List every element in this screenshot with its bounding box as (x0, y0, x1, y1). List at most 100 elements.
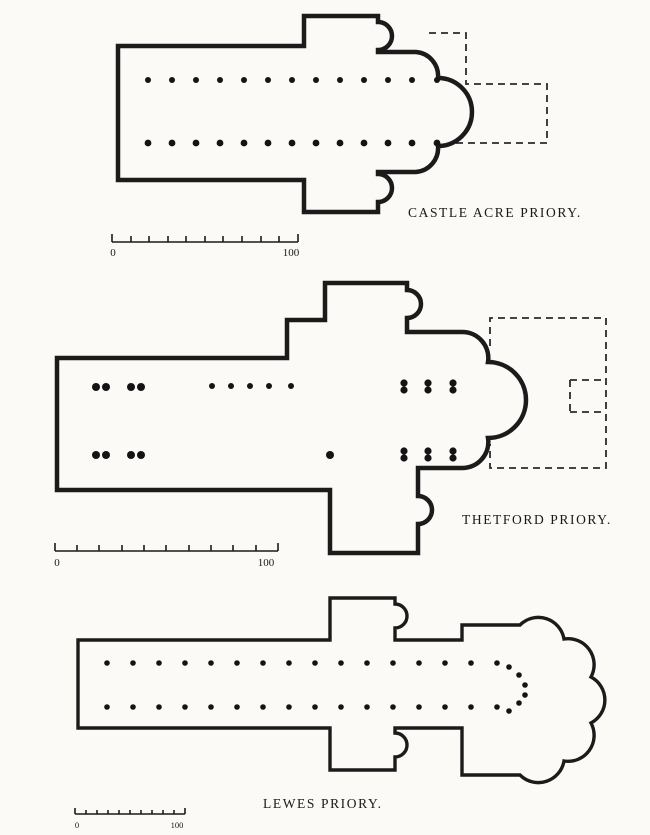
pier-dot (145, 77, 151, 83)
pier-dot (137, 451, 145, 459)
castle-acre-plan: CASTLE ACRE PRIORY. 0 100 (110, 13, 582, 259)
pier-dot (127, 451, 135, 459)
castle-acre-scale-bar: 0 100 (110, 234, 300, 259)
pier-dot (516, 700, 522, 706)
pier-dot (516, 672, 522, 678)
lewes-scale-end: 100 (171, 820, 184, 830)
pier-dot (260, 660, 266, 666)
pier-dot (312, 660, 318, 666)
thetford-dashed-east-extension (489, 317, 607, 469)
pier-dot (130, 660, 136, 666)
thetford-piers (92, 379, 457, 462)
castle-acre-scale-start: 0 (110, 247, 116, 259)
pier-dot (247, 383, 253, 389)
pier-dot (434, 77, 440, 83)
pier-dot (390, 704, 396, 710)
pier-dot (506, 664, 512, 670)
pier-dot (241, 77, 247, 83)
pier-dot (216, 139, 224, 147)
pier-dot (209, 383, 215, 389)
pier-dot (286, 660, 292, 666)
pier-dot (127, 383, 135, 391)
pier-dot (92, 451, 100, 459)
pier-dot (424, 386, 432, 394)
thetford-scale-rule (54, 543, 279, 552)
pier-dot (182, 704, 188, 710)
lewes-scale-rule (74, 808, 186, 815)
pier-dot (265, 77, 271, 83)
lewes-scale-start: 0 (75, 820, 79, 830)
thetford-plan: THETFORD PRIORY. 0 100 (54, 280, 612, 569)
pier-dot (288, 139, 296, 147)
pier-dot (288, 383, 294, 389)
pier-dot (522, 682, 528, 688)
pier-dot (168, 139, 176, 147)
thetford-scale-bar: 0 100 (54, 543, 279, 569)
pier-dot (494, 660, 500, 666)
pier-dot (92, 383, 100, 391)
pier-dot (338, 704, 344, 710)
pier-dot (400, 379, 408, 387)
pier-dot (361, 77, 367, 83)
pier-dot (312, 139, 320, 147)
castle-acre-scale-end: 100 (283, 247, 300, 259)
pier-dot (384, 139, 392, 147)
pier-dot (102, 383, 110, 391)
pier-dot (408, 139, 416, 147)
pier-dot (104, 660, 110, 666)
pier-dot (336, 139, 344, 147)
pier-dot (193, 77, 199, 83)
castle-acre-piers (144, 77, 441, 147)
castle-acre-label: CASTLE ACRE PRIORY. (408, 205, 582, 220)
lewes-outline (76, 596, 607, 785)
pier-dot (264, 139, 272, 147)
pier-dot (360, 139, 368, 147)
pier-dot (400, 454, 408, 462)
pier-dot (442, 704, 448, 710)
pier-dot (156, 660, 162, 666)
pier-dot (390, 660, 396, 666)
pier-dot (449, 386, 457, 394)
thetford-outline (54, 280, 529, 556)
pier-dot (208, 660, 214, 666)
pier-dot (289, 77, 295, 83)
pier-dot (424, 379, 432, 387)
lewes-label: LEWES PRIORY. (263, 796, 383, 811)
pier-dot (234, 660, 240, 666)
pier-dot (102, 451, 110, 459)
lewes-plan: LEWES PRIORY. 0 100 (74, 596, 607, 830)
pier-dot (400, 447, 408, 455)
pier-dot (449, 379, 457, 387)
pier-dot (169, 77, 175, 83)
pier-dot (313, 77, 319, 83)
pier-dot (338, 660, 344, 666)
pier-dot (424, 454, 432, 462)
pier-dot (337, 77, 343, 83)
pier-dot (385, 77, 391, 83)
thetford-scale-start: 0 (54, 557, 60, 569)
pier-dot (416, 704, 422, 710)
pier-dot (104, 704, 110, 710)
pier-dot (468, 660, 474, 666)
pier-dot (506, 708, 512, 714)
pier-dot (130, 704, 136, 710)
pier-dot (416, 660, 422, 666)
pier-dot (266, 383, 272, 389)
lewes-scale-bar: 0 100 (74, 808, 186, 830)
pier-dot (433, 139, 441, 147)
pier-dot (522, 692, 528, 698)
pier-dot (409, 77, 415, 83)
pier-dot (494, 704, 500, 710)
pier-dot (182, 660, 188, 666)
pier-dot (449, 447, 457, 455)
pier-dot (156, 704, 162, 710)
pier-dot (260, 704, 266, 710)
pier-dot (364, 704, 370, 710)
pier-dot (364, 660, 370, 666)
pier-dot (312, 704, 318, 710)
pier-dot (449, 454, 457, 462)
pier-dot (144, 139, 152, 147)
thetford-label: THETFORD PRIORY. (462, 512, 612, 527)
